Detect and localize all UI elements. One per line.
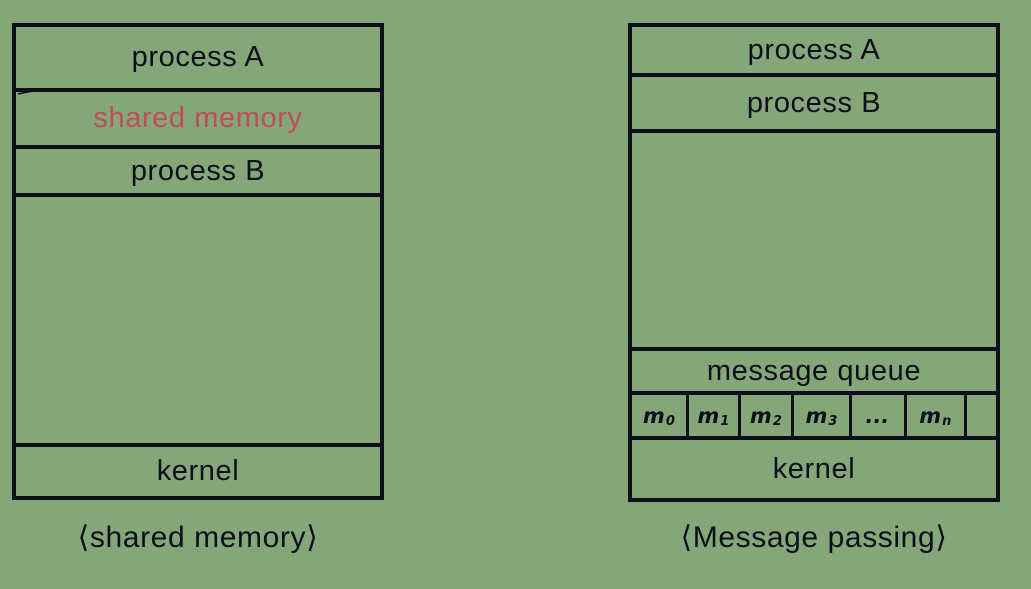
- address-space-gap: [16, 197, 380, 443]
- process-a-label: process A: [747, 33, 881, 66]
- cell-base: m: [697, 403, 720, 428]
- message-cell-empty: [967, 395, 996, 436]
- cell-subscript: n: [942, 414, 952, 429]
- message-cell-ellipsis: ...: [852, 395, 907, 436]
- process-b-label: process B: [130, 154, 266, 187]
- process-b-box: process B: [16, 149, 380, 197]
- shared-memory-diagram: process A shared memory process B kernel: [12, 23, 384, 500]
- cell-base: m: [919, 403, 942, 428]
- message-queue-label: message queue: [706, 354, 922, 387]
- shared-memory-label: shared memory: [93, 102, 303, 134]
- cell-subscript: 1: [720, 414, 730, 429]
- message-queue-box: message queue: [632, 347, 996, 395]
- process-b-label: process B: [746, 86, 882, 119]
- process-a-box: process A: [632, 27, 996, 77]
- cell-base: m: [642, 403, 665, 428]
- message-passing-caption: ⟨Message passing⟩: [680, 521, 948, 554]
- cell-base: m: [749, 403, 772, 428]
- shared-memory-box: shared memory: [16, 89, 380, 149]
- cell-subscript: 3: [828, 414, 838, 429]
- kernel-box: kernel: [16, 443, 380, 496]
- address-space-gap: [632, 133, 996, 347]
- process-a-label: process A: [131, 41, 265, 73]
- kernel-label: kernel: [156, 455, 240, 487]
- process-a-box: process A: [16, 27, 380, 92]
- process-b-box: process B: [632, 77, 996, 133]
- shared-memory-caption: ⟨shared memory⟩: [77, 521, 319, 554]
- kernel-label: kernel: [772, 452, 856, 485]
- cell-base: m: [805, 403, 828, 428]
- ellipsis-label: ...: [865, 403, 890, 428]
- cell-subscript: 0: [665, 414, 675, 429]
- cell-subscript: 2: [772, 414, 782, 429]
- kernel-box: kernel: [632, 440, 996, 498]
